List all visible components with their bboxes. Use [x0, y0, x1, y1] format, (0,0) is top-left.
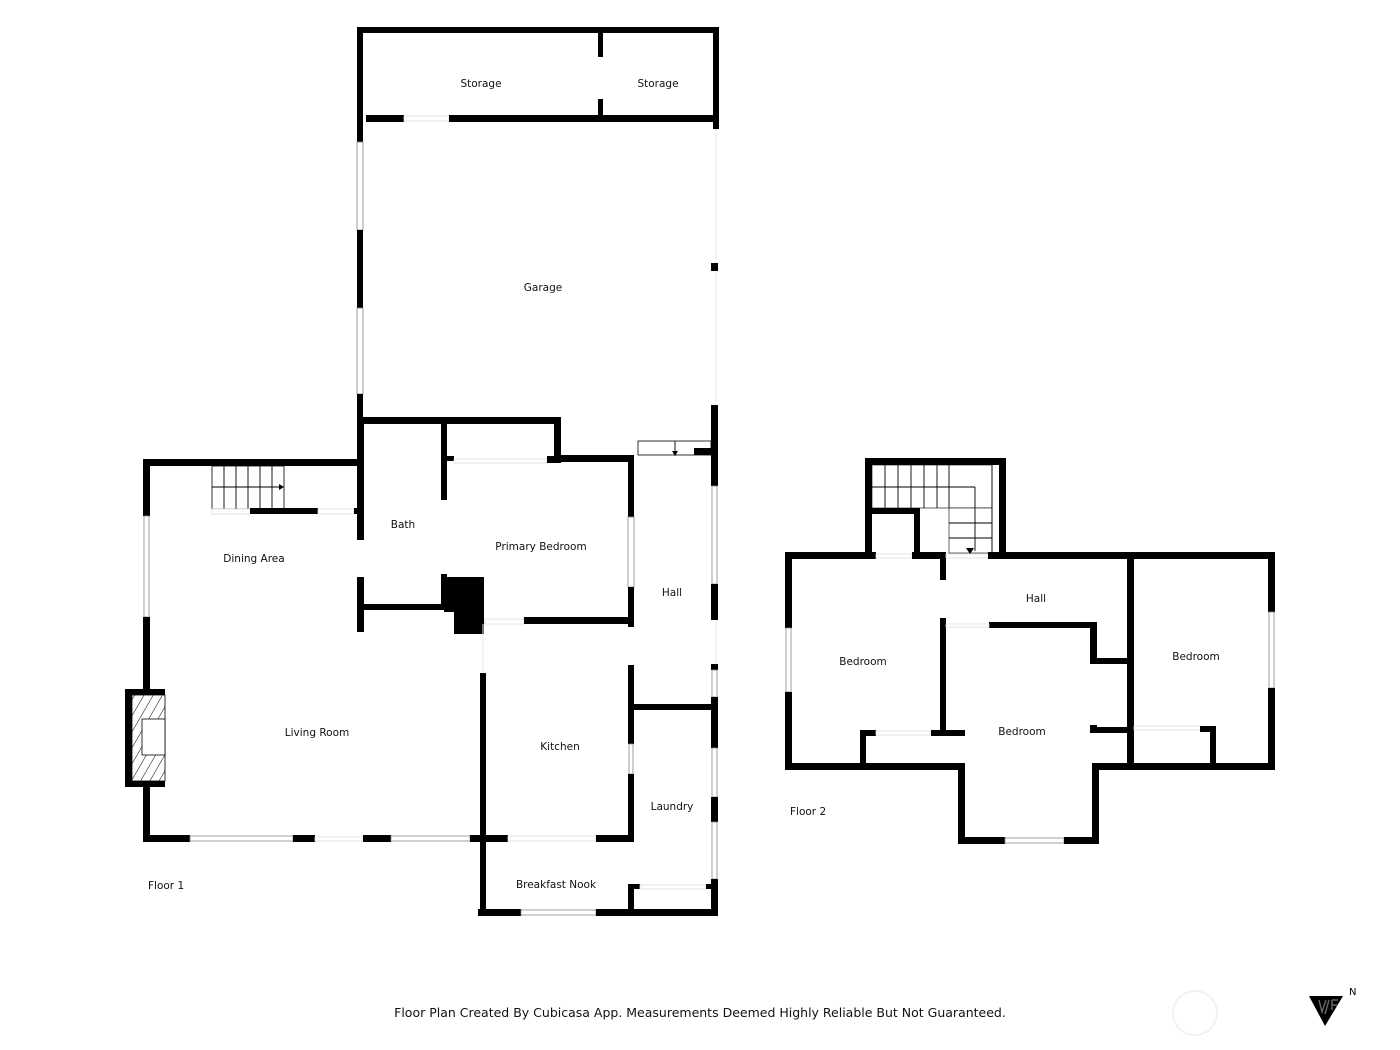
room-label-hall-1: Hall: [662, 587, 682, 599]
garage-walls: [356, 120, 718, 462]
floor-1-plan: Storage Storage Garage Bath Primary Bedr…: [125, 27, 719, 916]
room-label-storage-1: Storage: [460, 78, 501, 90]
staircase-floor-2: [871, 464, 993, 554]
room-label-garage: Garage: [524, 282, 562, 294]
bath-bedroom-walls: [357, 420, 635, 634]
room-label-breakfast-nook: Breakfast Nook: [516, 879, 597, 891]
hall-1-walls: [628, 448, 718, 717]
room-label-laundry: Laundry: [651, 801, 694, 813]
floor-1-label: Floor 1: [148, 880, 184, 892]
north-arrow-icon: N: [1309, 987, 1356, 1026]
room-label-hall-2: Hall: [1026, 593, 1046, 605]
room-label-living-room: Living Room: [285, 727, 349, 739]
compass-direction-label: N: [1349, 987, 1356, 998]
room-label-dining-area: Dining Area: [223, 553, 284, 565]
watermark-circle-icon: [1172, 990, 1218, 1036]
room-label-bedroom-west: Bedroom: [839, 656, 887, 668]
room-label-bath: Bath: [391, 519, 415, 531]
room-label-kitchen: Kitchen: [540, 741, 579, 753]
room-label-bedroom-center: Bedroom: [998, 726, 1046, 738]
floor-2-label: Floor 2: [790, 806, 826, 818]
room-label-primary-bedroom: Primary Bedroom: [495, 541, 586, 553]
storage-walls: [357, 27, 719, 137]
floor-2-plan: Hall Bedroom Bedroom Bedroom Floor 2: [785, 458, 1275, 844]
footer-disclaimer: Floor Plan Created By Cubicasa App. Meas…: [394, 1005, 1006, 1020]
dining-living-walls: [125, 459, 488, 842]
staircase-floor-1: [211, 465, 285, 510]
kitchen-walls: [470, 624, 718, 916]
room-label-storage-2: Storage: [637, 78, 678, 90]
room-label-bedroom-east: Bedroom: [1172, 651, 1220, 663]
